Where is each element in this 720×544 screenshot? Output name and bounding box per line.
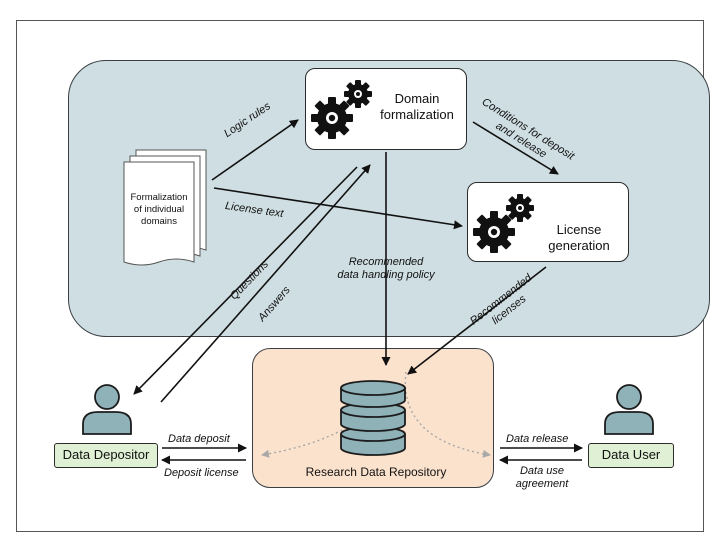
data-depositor-box: Data Depositor xyxy=(54,443,158,468)
data-use-agreement-label: Data use agreement xyxy=(515,465,569,490)
domain-formalization-box xyxy=(305,68,467,150)
data-user-box: Data User xyxy=(588,443,674,468)
document-stack-icon xyxy=(123,149,207,266)
formalization-docs-label: Formalization of individual domains xyxy=(130,192,188,227)
internal-flow-right xyxy=(404,371,491,458)
conditions-arrow xyxy=(472,121,559,175)
data-deposit-label: Data deposit xyxy=(168,433,230,445)
questions-arrow xyxy=(133,166,358,395)
data-release-label: Data release xyxy=(506,433,569,445)
person-icon xyxy=(82,384,132,435)
deposit-license-label: Deposit license xyxy=(164,467,239,479)
gears-icon xyxy=(311,80,372,139)
answers-arrow xyxy=(160,164,371,403)
person-icon xyxy=(604,384,654,435)
repository-label: Research Data Repository xyxy=(305,465,447,479)
domain-formalization-label: Domain formalization xyxy=(380,91,454,122)
logic-rules-arrow xyxy=(211,119,299,181)
database-icon xyxy=(340,380,406,456)
license-text-arrow xyxy=(213,187,463,230)
license-generation-label: License generation xyxy=(548,222,610,253)
recommended-policy-label: Recommended data handling policy xyxy=(337,256,435,281)
gears-icon xyxy=(473,194,534,253)
recommended-licenses-arrow xyxy=(407,266,547,375)
